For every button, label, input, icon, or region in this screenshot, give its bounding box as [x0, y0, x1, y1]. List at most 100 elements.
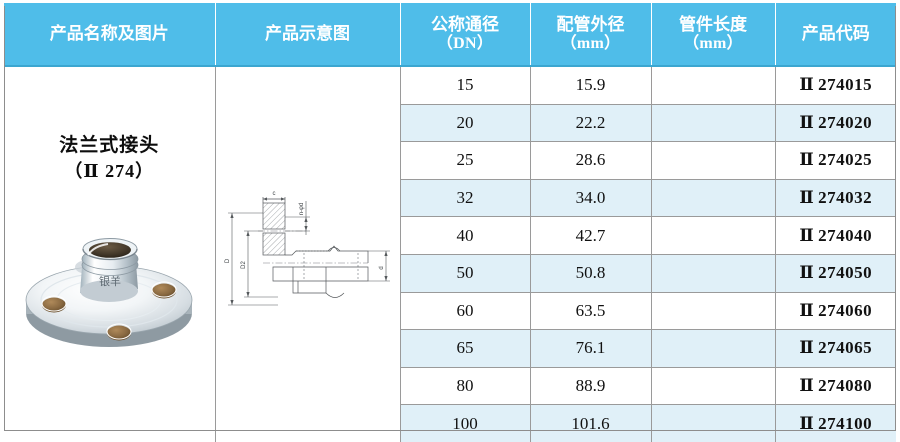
cell-fitting-length: [651, 66, 776, 105]
column-header-fitting-length: 管件长度 （mm）: [651, 3, 776, 67]
cell-nominal-diameter: 20: [400, 104, 531, 143]
column-header-nominal-diameter-label: 公称通径: [431, 14, 499, 34]
product-code-roman: Ⅱ: [799, 263, 815, 283]
cell-fitting-length: [651, 179, 776, 218]
cell-nominal-diameter: 60: [400, 292, 531, 331]
product-code-number: 274032: [818, 188, 873, 208]
product-code-roman: Ⅱ: [799, 150, 815, 170]
product-title-block: 法兰式接头 （Ⅱ 274）: [4, 133, 215, 183]
cell-outer-diameter: 22.2: [530, 104, 652, 143]
product-code-number: 274020: [818, 112, 873, 132]
product-code-roman: Ⅱ: [799, 338, 815, 358]
drawing-label-pipe-diameter: d: [379, 266, 385, 269]
column-header-nominal-diameter: 公称通径 （DN）: [400, 3, 531, 67]
column-header-product-code: 产品代码: [775, 3, 896, 67]
cell-outer-diameter: 28.6: [530, 141, 652, 180]
cell-nominal-diameter: 40: [400, 216, 531, 255]
cell-nominal-diameter: 50: [400, 254, 531, 293]
flange-section-drawing-icon: c n-φd: [225, 191, 390, 306]
cell-fitting-length: [651, 404, 776, 442]
product-code-roman: Ⅱ: [799, 225, 815, 245]
product-code-number: 274040: [818, 225, 873, 245]
product-code-roman: Ⅱ: [799, 413, 815, 433]
cell-fitting-length: [651, 141, 776, 180]
product-code-number: 274050: [818, 263, 873, 283]
product-code-roman: Ⅱ: [799, 112, 815, 132]
cell-fitting-length: [651, 104, 776, 143]
product-code-number: 274025: [818, 150, 873, 170]
column-header-fitting-length-unit: （mm）: [683, 34, 743, 52]
cell-fitting-length: [651, 216, 776, 255]
product-code-number: 274080: [818, 376, 873, 396]
cell-nominal-diameter: 32: [400, 179, 531, 218]
product-photo: 银羊: [14, 205, 204, 365]
cell-outer-diameter: 63.5: [530, 292, 652, 331]
column-header-product-name-label: 产品名称及图片: [49, 23, 169, 43]
product-code-roman: Ⅱ: [799, 188, 815, 208]
cell-fitting-length: [651, 367, 776, 406]
column-header-outer-diameter: 配管外径 （mm）: [530, 3, 652, 67]
product-code-number: 274015: [818, 75, 873, 95]
column-header-outer-diameter-unit: （mm）: [560, 34, 621, 52]
column-header-fitting-length-label: 管件长度: [679, 14, 747, 34]
product-drawing: c n-φd: [218, 67, 398, 433]
cell-outer-diameter: 15.9: [530, 66, 652, 105]
product-code-roman: Ⅱ: [799, 75, 815, 95]
product-code-number: 274065: [818, 338, 873, 358]
column-header-drawing-label: 产品示意图: [265, 23, 350, 43]
column-header-nominal-diameter-unit: （DN）: [436, 34, 494, 52]
table-header: 产品名称及图片 产品示意图 公称通径 （DN） 配管外径 （mm） 管件长度 （…: [4, 3, 896, 67]
cell-fitting-length: [651, 329, 776, 368]
product-photo-brand-text: 银羊: [99, 274, 121, 288]
cell-nominal-diameter: 25: [400, 141, 531, 180]
cell-nominal-diameter: 15: [400, 66, 531, 105]
cell-nominal-diameter: 100: [400, 404, 531, 442]
table-row: 法兰式接头 （Ⅱ 274）: [4, 66, 896, 442]
cell-fitting-length: [651, 292, 776, 331]
flange-adapter-photo-icon: 银羊: [25, 238, 193, 347]
product-code-roman: Ⅱ: [799, 300, 815, 320]
cell-outer-diameter: 76.1: [530, 329, 652, 368]
product-code-number: 274100: [818, 413, 873, 433]
cell-outer-diameter: 34.0: [530, 179, 652, 218]
cell-nominal-diameter: 80: [400, 367, 531, 406]
product-spec-table: 产品名称及图片 产品示意图 公称通径 （DN） 配管外径 （mm） 管件长度 （…: [4, 3, 896, 442]
drawing-label-bolt-circle: D2: [241, 261, 247, 269]
column-header-drawing: 产品示意图: [215, 3, 401, 67]
cell-fitting-length: [651, 254, 776, 293]
product-code-number: 274060: [818, 300, 873, 320]
table-header-row: 产品名称及图片 产品示意图 公称通径 （DN） 配管外径 （mm） 管件长度 （…: [4, 3, 896, 67]
cell-nominal-diameter: 65: [400, 329, 531, 368]
column-header-product-code-label: 产品代码: [801, 23, 870, 43]
product-name-and-photo-cell: 法兰式接头 （Ⅱ 274）: [4, 66, 216, 442]
product-series-code: （Ⅱ 274）: [64, 160, 155, 181]
cell-outer-diameter: 42.7: [530, 216, 652, 255]
column-header-outer-diameter-label: 配管外径: [556, 14, 625, 34]
spec-sheet: 产品名称及图片 产品示意图 公称通径 （DN） 配管外径 （mm） 管件长度 （…: [0, 3, 900, 442]
cell-outer-diameter: 88.9: [530, 367, 652, 406]
product-code-roman: Ⅱ: [799, 376, 815, 396]
product-drawing-cell: c n-φd: [215, 66, 401, 442]
drawing-label-holes: n-φd: [299, 203, 305, 216]
table-body: 法兰式接头 （Ⅱ 274）: [4, 66, 896, 442]
product-name: 法兰式接头: [59, 135, 160, 156]
drawing-label-thickness: c: [272, 191, 275, 197]
